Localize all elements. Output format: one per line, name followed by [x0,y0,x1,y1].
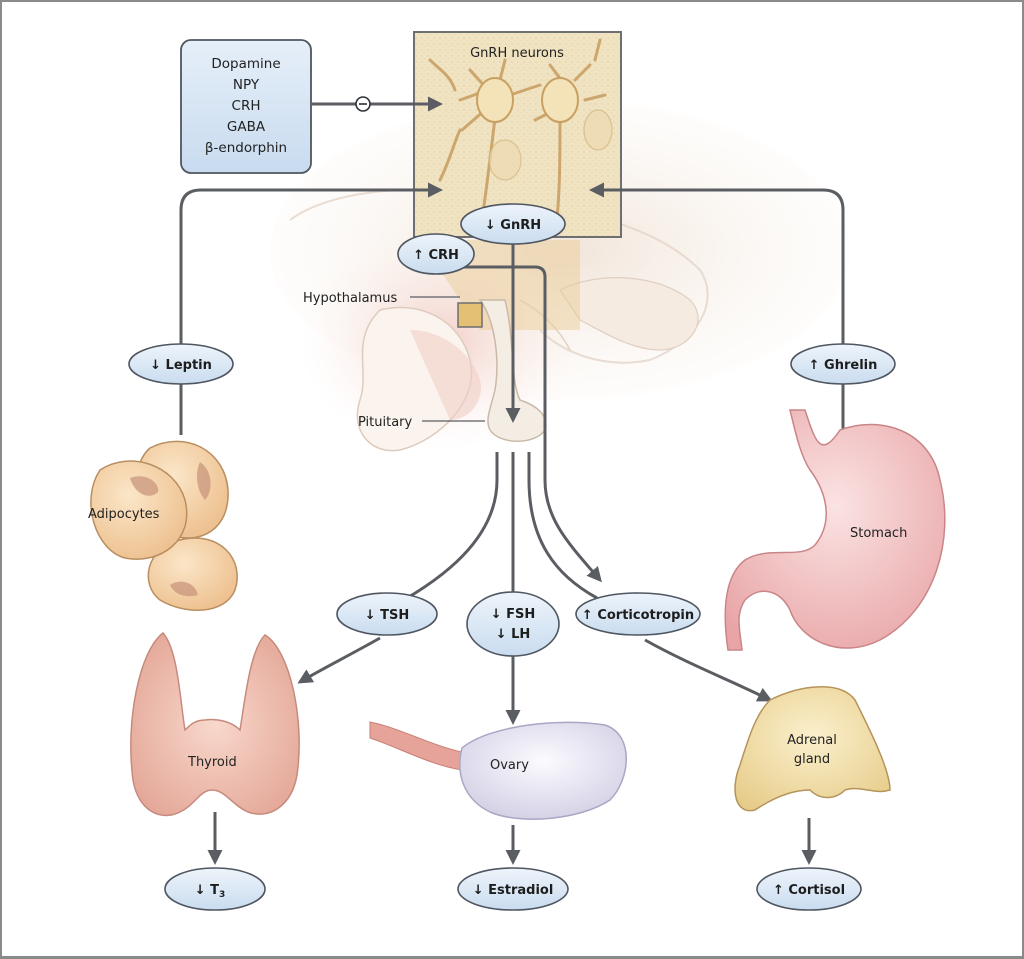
svg-text:↓ T3: ↓ T3 [195,883,226,900]
hormone-cortisol: ↑ Cortisol [756,867,862,911]
hormone-fsh-lh: ↓ FSH ↓ LH [466,591,560,657]
pituitary-to-tsh-line [394,452,499,607]
adrenal-label-line2: gland [794,752,830,767]
svg-text:↓ FSH: ↓ FSH [491,607,536,622]
svg-text:↓ GnRH: ↓ GnRH [485,218,541,233]
hormone-crh: ↑ CRH [397,233,475,275]
corticotropin-to-adrenal-arrow [644,638,773,702]
svg-text:↓ Estradiol: ↓ Estradiol [473,883,554,898]
stomach-illustration: Stomach [724,409,946,651]
thyroid-label: Thyroid [187,755,237,770]
inhibitors-box: Dopamine NPY CRH GABA β-endorphin [180,39,312,174]
brain-illustration [270,100,850,452]
svg-text:↓ LH: ↓ LH [496,627,531,642]
hormone-estradiol: ↓ Estradiol [457,867,569,911]
hormone-corticotropin: ↑ Corticotropin [575,592,701,636]
svg-text:↑ CRH: ↑ CRH [413,248,459,263]
inhibitor-gaba: GABA [227,119,266,135]
inhibition-arrow [311,96,443,112]
ovary-label: Ovary [490,758,529,773]
hormone-ghrelin: ↑ Ghrelin [790,343,896,385]
stomach-label: Stomach [850,526,907,541]
adrenal-gland-illustration: Adrenal gland [734,686,891,812]
adrenal-label-line1: Adrenal [787,733,837,748]
pituitary-label: Pituitary [358,415,413,430]
adipocytes-illustration: Adipocytes [88,440,238,611]
hormone-tsh: ↓ TSH [336,592,438,636]
inhibitor-dopamine: Dopamine [211,56,280,72]
svg-text:↑ Ghrelin: ↑ Ghrelin [809,358,878,373]
hypothalamus-label: Hypothalamus [303,291,397,306]
pituitary-to-corticotropin-line [527,452,598,600]
svg-text:↑ Corticotropin: ↑ Corticotropin [582,608,694,623]
gnrh-neurons-panel: GnRH neurons [413,31,622,238]
leptin-feedback-arrow [179,182,443,345]
ghrelin-feedback-arrow [589,182,845,345]
svg-text:↓ TSH: ↓ TSH [365,608,410,623]
gnrh-neurons-label: GnRH neurons [470,46,564,61]
tsh-to-thyroid-arrow [297,636,381,684]
hypothalamus-marker [457,302,483,328]
hormone-t3: ↓ T3 [164,867,266,911]
inhibitor-beta-endorphin: β-endorphin [205,140,287,156]
inhibitor-npy: NPY [233,77,260,93]
crh-to-corticotropin-arrow [450,265,602,583]
ovary-illustration: Ovary [369,721,627,820]
hormone-leptin: ↓ Leptin [128,343,234,385]
inhibitor-crh: CRH [232,98,261,114]
thyroid-illustration: Thyroid [130,631,300,817]
svg-text:↑ Cortisol: ↑ Cortisol [773,883,845,898]
svg-text:↓ Leptin: ↓ Leptin [150,358,212,373]
hormone-gnrh: ↓ GnRH [460,203,566,245]
adipocytes-label: Adipocytes [88,507,160,522]
